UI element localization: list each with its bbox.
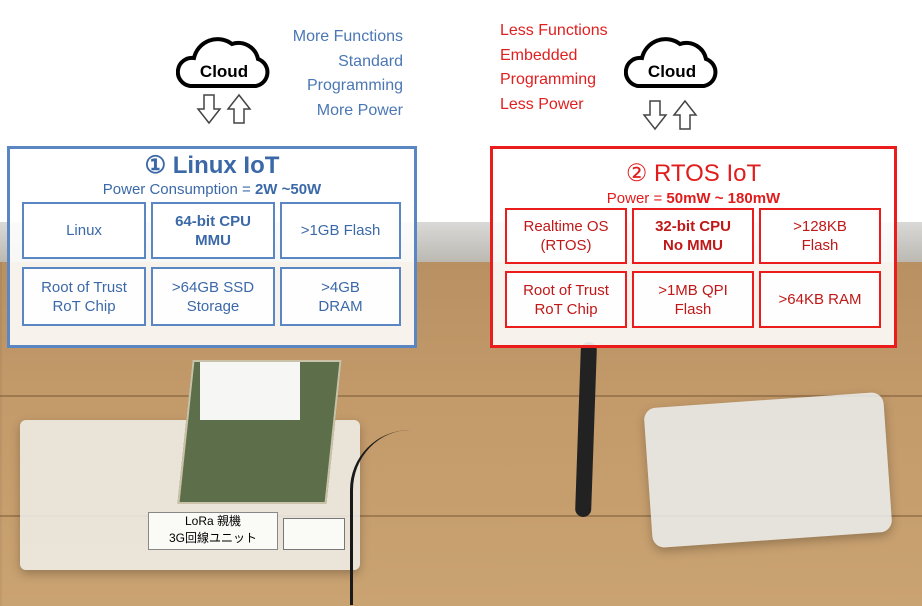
linux-iot-panel: ① Linux IoT Power Consumption = 2W ~50W …	[7, 146, 417, 348]
spec-line: >64GB SSD	[171, 278, 255, 296]
spec-line: 32-bit CPU	[655, 218, 731, 235]
device-label-card: LoRa 親機 3G回線ユニット	[148, 512, 278, 550]
power-value: 2W ~50W	[254, 181, 322, 198]
spec-line: (RTOS)	[540, 237, 592, 254]
spec-line: Root of Trust	[523, 281, 609, 299]
board-paper-cover	[200, 362, 300, 420]
device-small-tag	[283, 518, 345, 550]
spec-cell: >128KB Flash	[759, 208, 881, 264]
device-label-line2: 3G回線ユニット	[168, 531, 257, 545]
black-cable	[350, 430, 423, 605]
spec-cell: 32-bit CPU No MMU	[632, 208, 754, 264]
spec-cell: Realtime OS (RTOS)	[505, 208, 627, 264]
spec-line: No MMU	[663, 237, 723, 254]
feature-item: Less Power	[500, 95, 584, 113]
panel-power-range: Power = 50mW ~ 180mW	[493, 190, 894, 207]
spec-line: RoT Chip	[534, 300, 598, 318]
rtos-device-case	[643, 391, 893, 549]
spec-line: RoT Chip	[52, 297, 116, 315]
cloud-label: Cloud	[199, 62, 249, 81]
feature-item: Less Functions	[500, 22, 608, 39]
spec-line: Linux	[66, 222, 102, 239]
desk-seam	[0, 515, 922, 517]
spec-line: >4GB	[321, 278, 360, 296]
spec-line: >1MB QPI	[658, 281, 728, 299]
power-value: 50mW ~ 180mW	[666, 190, 781, 207]
feature-item: More Power	[316, 101, 403, 119]
spec-cell: >1GB Flash	[280, 202, 401, 259]
power-label: Power =	[606, 190, 667, 207]
spec-line: >128KB	[793, 218, 847, 235]
rtos-feature-list: Less Functions Embedded Programming Less…	[500, 19, 608, 117]
rtos-iot-panel: ② RTOS IoT Power = 50mW ~ 180mW Realtime…	[490, 146, 897, 348]
feature-item: More Functions	[292, 28, 403, 45]
spec-line: Flash	[674, 300, 712, 318]
up-down-arrows-icon	[196, 93, 252, 125]
power-label: Power Consumption =	[102, 181, 255, 198]
left-cloud: Cloud	[176, 28, 272, 94]
spec-line: 64-bit CPU	[175, 212, 251, 230]
cloud-icon	[176, 37, 270, 88]
right-cloud: Cloud	[624, 28, 720, 94]
spec-line: Flash	[801, 237, 839, 254]
spec-line: Root of Trust	[41, 278, 127, 296]
spec-cell: >64KB RAM	[759, 271, 881, 328]
cloud-label: Cloud	[647, 62, 697, 81]
panel-title: ② RTOS IoT	[625, 160, 762, 187]
feature-item: Standard	[338, 52, 403, 70]
desk-seam	[0, 395, 922, 397]
spec-line: DRAM	[318, 297, 363, 315]
spec-line: >1GB Flash	[300, 222, 381, 239]
up-down-arrows-icon	[642, 99, 698, 131]
feature-item: Embedded	[500, 46, 578, 64]
device-label-line1: LoRa 親機	[184, 514, 242, 528]
spec-cell: Linux	[22, 202, 146, 259]
panel-title: ① Linux IoT	[144, 152, 280, 179]
panel-power-range: Power Consumption = 2W ~50W	[10, 181, 414, 198]
spec-line: Storage	[186, 297, 240, 315]
linux-feature-list: More Functions Standard Programming More…	[276, 25, 403, 123]
spec-line: >64KB RAM	[778, 291, 862, 308]
spec-line: Realtime OS	[523, 218, 609, 235]
feature-item: Programming	[500, 71, 597, 88]
spec-line: MMU	[195, 231, 231, 249]
cloud-icon	[624, 37, 718, 88]
feature-item: Programming	[306, 77, 403, 94]
